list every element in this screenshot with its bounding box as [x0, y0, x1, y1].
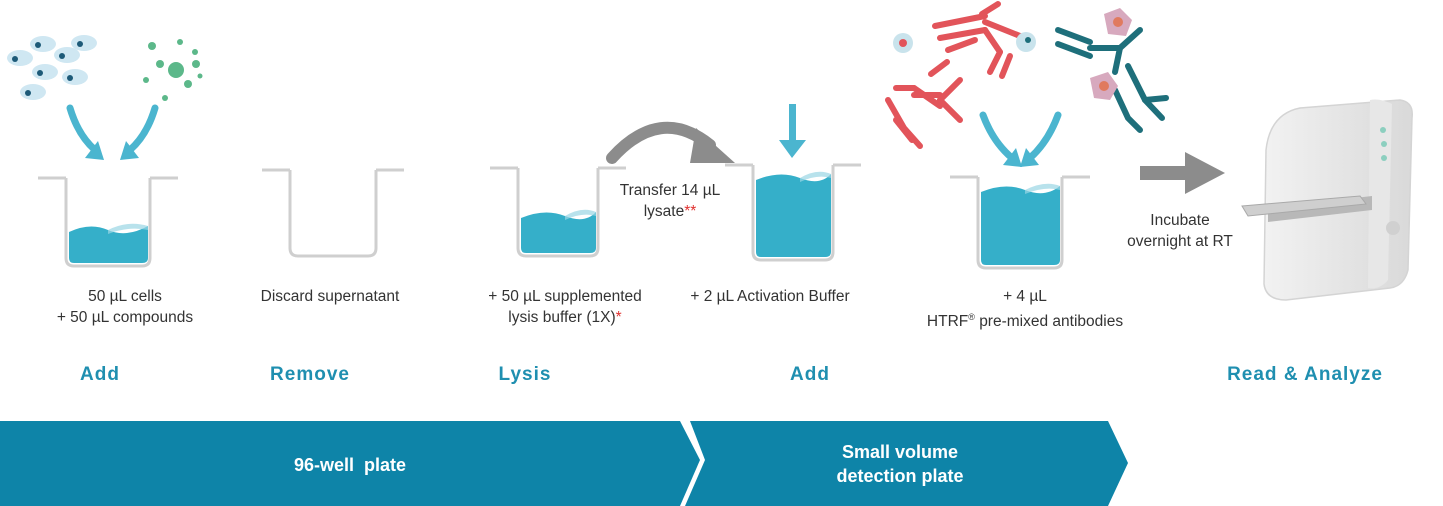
band-small-volume-plate: Small volume detection plate	[800, 440, 1000, 488]
transfer-asterisks: **	[684, 203, 697, 220]
plate-reader-icon	[1241, 99, 1413, 301]
add-arrow-down-icon	[779, 104, 806, 158]
antibody-icon	[885, 1, 1169, 149]
transfer-line2: lysate	[643, 203, 685, 220]
plate-bands	[0, 421, 1128, 506]
step1-caption-line2: + 50 µL compounds	[56, 309, 194, 326]
step5-htrf: HTRF	[926, 313, 969, 331]
step-title-lysis: Lysis	[498, 364, 552, 385]
step1-caption: 50 µL cells + 50 µL compounds	[35, 286, 215, 328]
step3-caption: + 50 µL supplemented lysis buffer (1X)*	[465, 286, 665, 328]
step2-caption: Discard supernatant	[230, 286, 430, 307]
step-title-add-1: Add	[80, 364, 120, 385]
step6-caption-line2: overnight at RT	[1127, 233, 1233, 250]
transfer-arrow-icon	[606, 121, 735, 164]
step4-caption: + 2 µL Activation Buffer	[665, 286, 875, 307]
step-title-read: Read & Analyze	[1227, 364, 1383, 385]
liquid-fill	[69, 174, 1060, 265]
compounds-icon	[143, 39, 203, 101]
antigen-icon	[893, 8, 1132, 100]
step5-caption-line2: pre-mixed antibodies	[979, 313, 1124, 331]
step1-caption-line1: 50 µL cells	[88, 288, 162, 305]
transfer-caption: Transfer 14 µL lysate**	[605, 180, 735, 222]
incubate-arrow-icon	[1140, 152, 1225, 194]
step6-caption: Incubate overnight at RT	[1110, 210, 1250, 252]
step3-caption-line1: + 50 µL supplemented	[488, 288, 642, 305]
well-dashes	[38, 176, 42, 180]
well-icon	[38, 163, 1090, 270]
step5-caption-line1: + 4 µL	[1003, 288, 1047, 305]
step2-caption-line1: Discard supernatant	[260, 288, 400, 305]
step4-caption-line1: + 2 µL Activation Buffer	[690, 288, 850, 305]
step5-caption: + 4 µL HTRF® pre-mixed antibodies	[920, 286, 1130, 332]
step-title-remove: Remove	[270, 364, 350, 385]
add-arrows-icon	[66, 104, 159, 154]
step6-caption-line1: Incubate	[1150, 212, 1210, 229]
band-right-line1: Small volume	[841, 442, 959, 462]
band-right-line2: detection plate	[836, 466, 964, 486]
step3-asterisk: *	[615, 309, 622, 326]
transfer-line1: Transfer 14 µL	[619, 182, 721, 199]
band-96-well-plate: 96-well plate	[293, 455, 407, 475]
registered-mark: ®	[968, 312, 975, 322]
cells-icon	[7, 35, 97, 100]
step-title-add-2: Add	[790, 364, 830, 385]
step3-caption-line2: lysis buffer (1X)	[508, 309, 616, 326]
